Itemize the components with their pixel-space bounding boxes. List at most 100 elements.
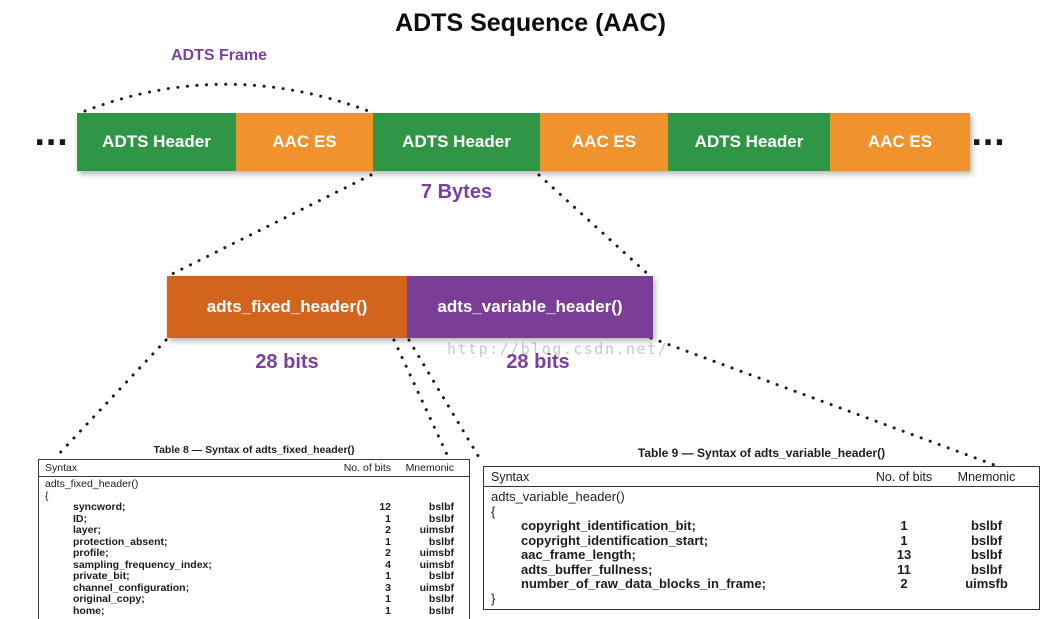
cell-bits: 1	[385, 512, 391, 525]
cell-bits: 4	[385, 558, 391, 571]
cell-bits	[854, 592, 954, 607]
cell-syntax: {	[45, 489, 49, 502]
cell-syntax: adts_buffer_fullness;	[521, 561, 653, 577]
cell-mnemonic: uimsbf	[419, 547, 454, 559]
cell-mnemonic	[954, 505, 1019, 520]
cell-syntax: protection_absent;	[73, 535, 168, 548]
adts-frame-arc	[83, 82, 373, 114]
adts-variable-header-block: adts_variable_header()	[407, 276, 653, 338]
cell-bits: 2	[385, 547, 391, 559]
cell-bits: 1	[385, 604, 391, 617]
table-title: Table 9 — Syntax of adts_variable_header…	[637, 446, 886, 460]
cell-bits: 13	[896, 547, 912, 562]
fixed-header-bits-label: 28 bits	[255, 351, 319, 373]
cell-syntax: original_copy;	[73, 593, 145, 605]
cell-bits: 1	[900, 518, 908, 533]
cell-syntax: private_bit;	[73, 570, 130, 582]
table-row: syncword; 12 bslbf	[39, 501, 469, 514]
cell-bits	[854, 490, 954, 505]
cell-bits: 11	[897, 561, 911, 577]
cell-bits: 1	[385, 535, 391, 548]
fixed-table-left-line	[55, 338, 168, 458]
cell-bits	[854, 505, 954, 520]
watermark-text: http://blog.csdn.net/	[447, 340, 669, 358]
cell-mnemonic	[954, 490, 1019, 505]
column-header-bits: No. of bits	[343, 462, 391, 474]
page-title: ADTS Sequence (AAC)	[395, 9, 666, 37]
cell-syntax: adts_variable_header()	[491, 489, 625, 504]
column-header-syntax: Syntax	[491, 470, 530, 484]
cell-mnemonic	[391, 479, 454, 491]
cell-syntax: }	[491, 590, 496, 606]
cell-syntax: aac_frame_length;	[521, 547, 636, 562]
cell-mnemonic: bslbf	[970, 518, 1003, 533]
table-row: {	[484, 503, 1039, 520]
table-row: protection_absent; 1 bslbf	[39, 535, 469, 549]
cell-mnemonic: bslbf	[428, 535, 454, 548]
table-box: Syntax No. of bits Mnemonic adts_fixed_h…	[38, 459, 470, 619]
cell-mnemonic: bslbf	[970, 532, 1003, 548]
cell-syntax: copyright_identification_start;	[521, 532, 709, 548]
table-header-row: Syntax No. of bits Mnemonic	[484, 467, 1039, 487]
column-header-mnemonic: Mnemonic	[957, 470, 1016, 484]
adts-frame-label: ADTS Frame	[171, 47, 268, 64]
cell-syntax: profile;	[73, 547, 109, 559]
cell-mnemonic: bslbf	[428, 501, 454, 513]
cell-syntax: sampling_frequency_index;	[73, 558, 212, 571]
header-funnel-right-line	[537, 173, 653, 279]
aac-es-block-1: AAC ES	[236, 113, 373, 171]
table-row: profile; 2 uimsbf	[39, 547, 469, 560]
cell-syntax: copyright_identification_bit;	[521, 518, 696, 533]
table-row: copyright_identification_bit; 1 bslbf	[484, 518, 1039, 534]
cell-syntax: adts_fixed_header()	[45, 478, 139, 490]
adts-fixed-header-block: adts_fixed_header()	[167, 276, 407, 338]
adts-sequence-row: ADTS Header AAC ES ADTS Header AAC ES AD…	[77, 113, 970, 171]
variable-header-bits-label: 28 bits	[506, 351, 570, 373]
table-row: }	[484, 590, 1039, 607]
sequence-continues-right: ...	[971, 118, 1006, 153]
cell-syntax: syncword;	[73, 501, 126, 513]
cell-bits: 1	[900, 532, 908, 548]
table-variable-header-syntax: Table 9 — Syntax of adts_variable_header…	[483, 446, 1040, 610]
table-box: Syntax No. of bits Mnemonic adts_variabl…	[483, 466, 1040, 610]
cell-bits	[339, 479, 391, 491]
cell-bits: 3	[385, 581, 391, 594]
table-row: adts_buffer_fullness; 11 bslbf	[484, 561, 1039, 578]
cell-mnemonic: uimsbf	[419, 581, 454, 594]
adts-header-block-2: ADTS Header	[373, 113, 540, 171]
column-header-syntax: Syntax	[45, 462, 78, 474]
adts-header-block-3: ADTS Header	[668, 113, 830, 171]
table-header-row: Syntax No. of bits Mnemonic	[39, 460, 469, 477]
table-title: Table 8 — Syntax of adts_fixed_header()	[153, 444, 355, 456]
cell-mnemonic: bslbf	[428, 604, 454, 617]
table-row: adts_fixed_header()	[39, 478, 469, 491]
cell-mnemonic: bslbf	[428, 512, 454, 525]
cell-bits: 2	[385, 524, 391, 536]
column-header-mnemonic: Mnemonic	[405, 462, 454, 474]
aac-es-block-2: AAC ES	[540, 113, 668, 171]
table-body: adts_variable_header(){copyright_identif…	[484, 487, 1039, 609]
cell-bits: 12	[379, 501, 391, 513]
cell-mnemonic: bslbf	[970, 547, 1003, 562]
cell-mnemonic: bslbf	[428, 570, 454, 582]
sequence-continues-left: ...	[34, 118, 69, 153]
table-row: adts_variable_header()	[484, 489, 1039, 505]
cell-mnemonic	[954, 592, 1019, 607]
cell-syntax: {	[491, 503, 496, 519]
seven-bytes-label: 7 Bytes	[420, 181, 493, 203]
table-row: aac_frame_length; 13 bslbf	[484, 547, 1039, 563]
aac-es-block-3: AAC ES	[830, 113, 970, 171]
cell-mnemonic: bslbf	[428, 593, 454, 605]
cell-mnemonic: bslbf	[970, 561, 1003, 577]
cell-syntax: layer;	[73, 524, 102, 536]
table-row: {	[39, 489, 469, 503]
header-funnel-left-line	[164, 173, 373, 279]
